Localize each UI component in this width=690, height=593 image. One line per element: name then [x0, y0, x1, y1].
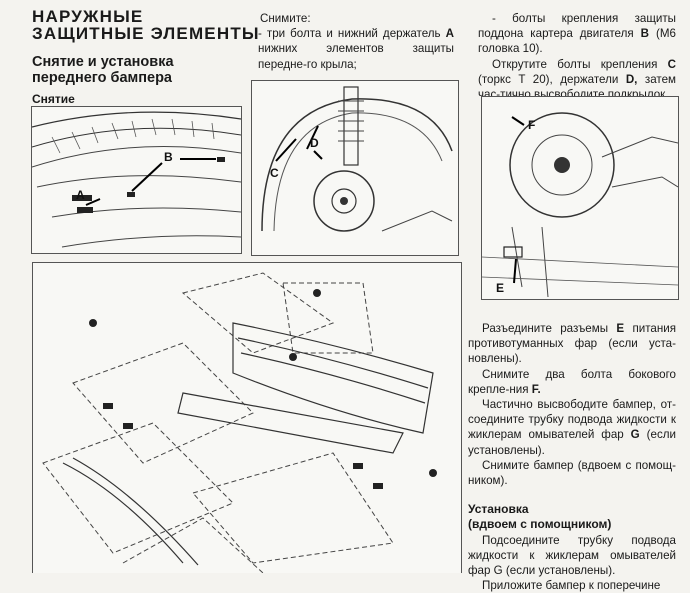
col3-text: - болты крепления защиты поддона картера… — [478, 11, 676, 102]
right-column-text: Разъедините разъемы E питания противотум… — [468, 321, 676, 593]
label-b: B — [164, 150, 173, 164]
label-f: F — [528, 118, 535, 132]
step-para-5: Подсоедините трубку подвода жидкости к ж… — [468, 533, 676, 578]
install-heading: Установка (вдвоем с помощником) — [468, 502, 612, 532]
step-para-2: Снимите два болта бокового крепле-ния F. — [468, 367, 676, 396]
step-item-3: Открутите болты крепления C (торкс T 20)… — [478, 57, 676, 102]
figure-engine-side-drawing: F E — [482, 112, 678, 298]
removal-heading: Снятие — [32, 92, 75, 106]
intro-text: Снимите: — [260, 12, 311, 25]
label-e: E — [496, 281, 504, 295]
section-title: НАРУЖНЫЕ ЗАЩИТНЫЕ ЭЛЕМЕНТЫ — [32, 7, 260, 43]
figure-engine-side: F E — [481, 96, 679, 300]
page-subtitle: Снятие и установка переднего бампера — [32, 54, 252, 86]
step-para-4: Снимите бампер (вдвоем с помощ-ником). — [468, 458, 676, 488]
label-d: D — [310, 136, 319, 150]
step-para-1: Разъедините разъемы E питания противотум… — [468, 322, 676, 366]
step-para-3: Частично высвободите бампер, от-соединит… — [468, 398, 676, 457]
figure-bumper-underside: B A — [31, 106, 242, 254]
step-item-1: - три болта и нижний держатель A нижних … — [258, 27, 454, 71]
label-a: A — [76, 188, 85, 202]
col2-text: Снимите: - три болта и нижний держатель … — [258, 11, 454, 72]
figure-bumper-exploded-drawing — [42, 272, 437, 573]
figure-bumper-underside-drawing: B A — [32, 111, 241, 248]
figure-bumper-exploded — [32, 262, 462, 573]
section-title-line1: НАРУЖНЫЕ — [32, 7, 144, 26]
section-title-line2: ЗАЩИТНЫЕ ЭЛЕМЕНТЫ — [32, 24, 260, 43]
step-para-6: Приложите бампер к поперечине — [482, 579, 661, 593]
label-c: C — [270, 166, 279, 180]
subtitle-line2: переднего бампера — [32, 70, 172, 86]
subtitle-line1: Снятие и установка — [32, 54, 174, 70]
figure-wheel-arch-drawing: C D — [261, 86, 453, 232]
figure-wheel-arch: C D — [251, 80, 459, 256]
step-item-2: - болты крепления защиты поддона картера… — [478, 12, 676, 56]
